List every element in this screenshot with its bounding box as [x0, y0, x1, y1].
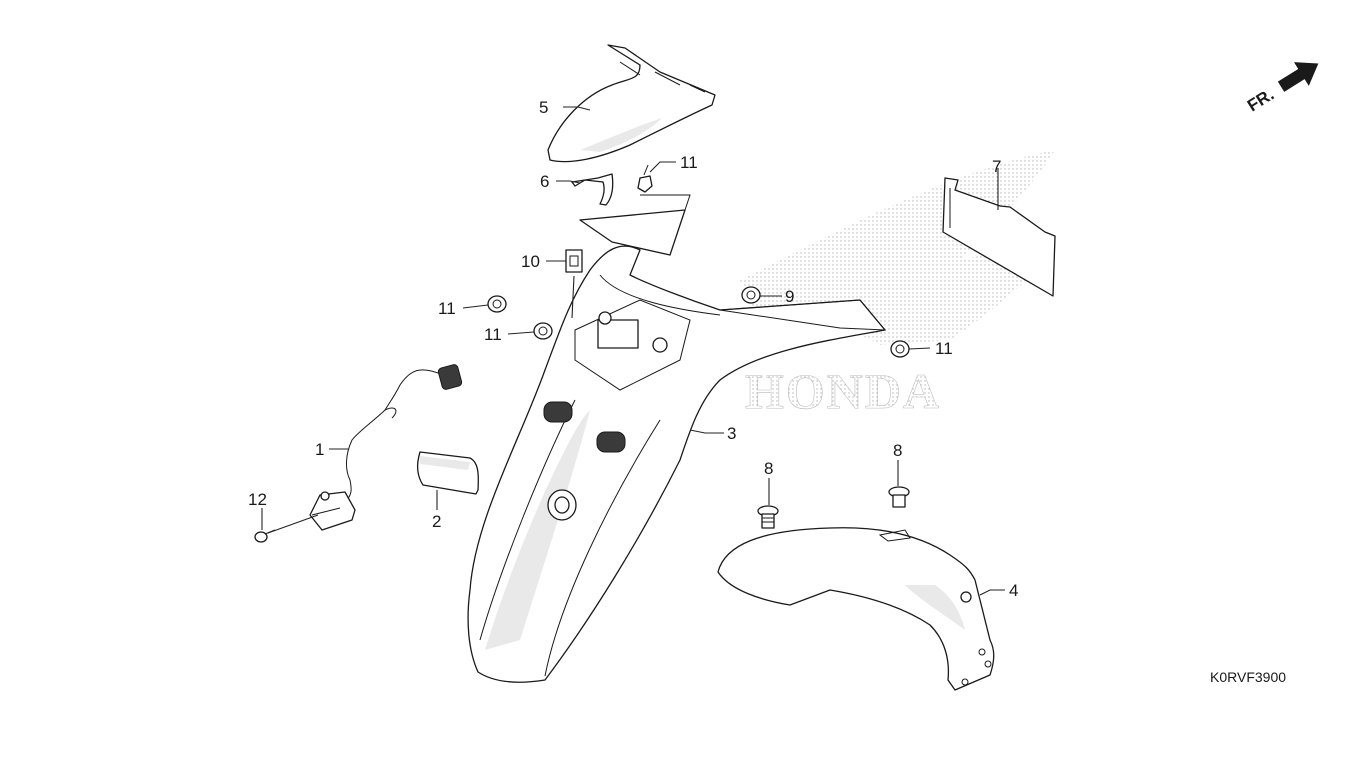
callout-1: 1	[315, 440, 324, 459]
flange-bolt-left[interactable]	[757, 505, 779, 529]
honda-wing-watermark: HONDA	[740, 150, 1055, 419]
callout-4: 4	[1009, 581, 1018, 600]
inner-rear-fender[interactable]	[717, 527, 995, 691]
watermark-text: HONDA	[745, 363, 941, 419]
callout-9: 9	[785, 287, 794, 306]
clip-nut[interactable]	[565, 249, 583, 273]
callout-2: 2	[432, 512, 441, 531]
callout-3: 3	[727, 424, 736, 443]
flange-bolt-right[interactable]	[888, 486, 910, 508]
callout-11-left-1: 11	[438, 299, 456, 318]
front-arrow-icon	[1277, 62, 1319, 92]
leader-lines	[261, 106, 1005, 596]
callout-8-left: 8	[764, 459, 773, 478]
front-direction-indicator: FR.	[1244, 62, 1319, 116]
license-light-harness[interactable]	[309, 364, 463, 531]
rear-cowl-cover[interactable]	[547, 44, 716, 163]
callout-11-left-2: 11	[484, 325, 502, 344]
rear-fender[interactable]	[467, 194, 887, 683]
callout-5: 5	[539, 98, 548, 117]
reflector[interactable]	[416, 451, 479, 495]
callout-6: 6	[540, 172, 549, 191]
nut-right[interactable]	[890, 340, 910, 358]
diagram-code: K0RVF3900	[1210, 669, 1286, 685]
callout-10: 10	[521, 252, 540, 271]
strip-seal[interactable]	[571, 173, 614, 206]
callout-8-right: 8	[893, 441, 902, 460]
callout-11-right: 11	[935, 339, 953, 358]
callout-7: 7	[992, 157, 1001, 176]
nut-left-2[interactable]	[533, 322, 553, 340]
callout-12: 12	[248, 490, 267, 509]
fr-label: FR.	[1244, 85, 1277, 116]
callout-11-upper: 11	[680, 153, 698, 172]
nut-upper[interactable]	[637, 164, 653, 193]
license-plate-base[interactable]	[942, 177, 1056, 297]
rubber-mount[interactable]	[741, 286, 761, 304]
nut-left-1[interactable]	[487, 295, 507, 313]
